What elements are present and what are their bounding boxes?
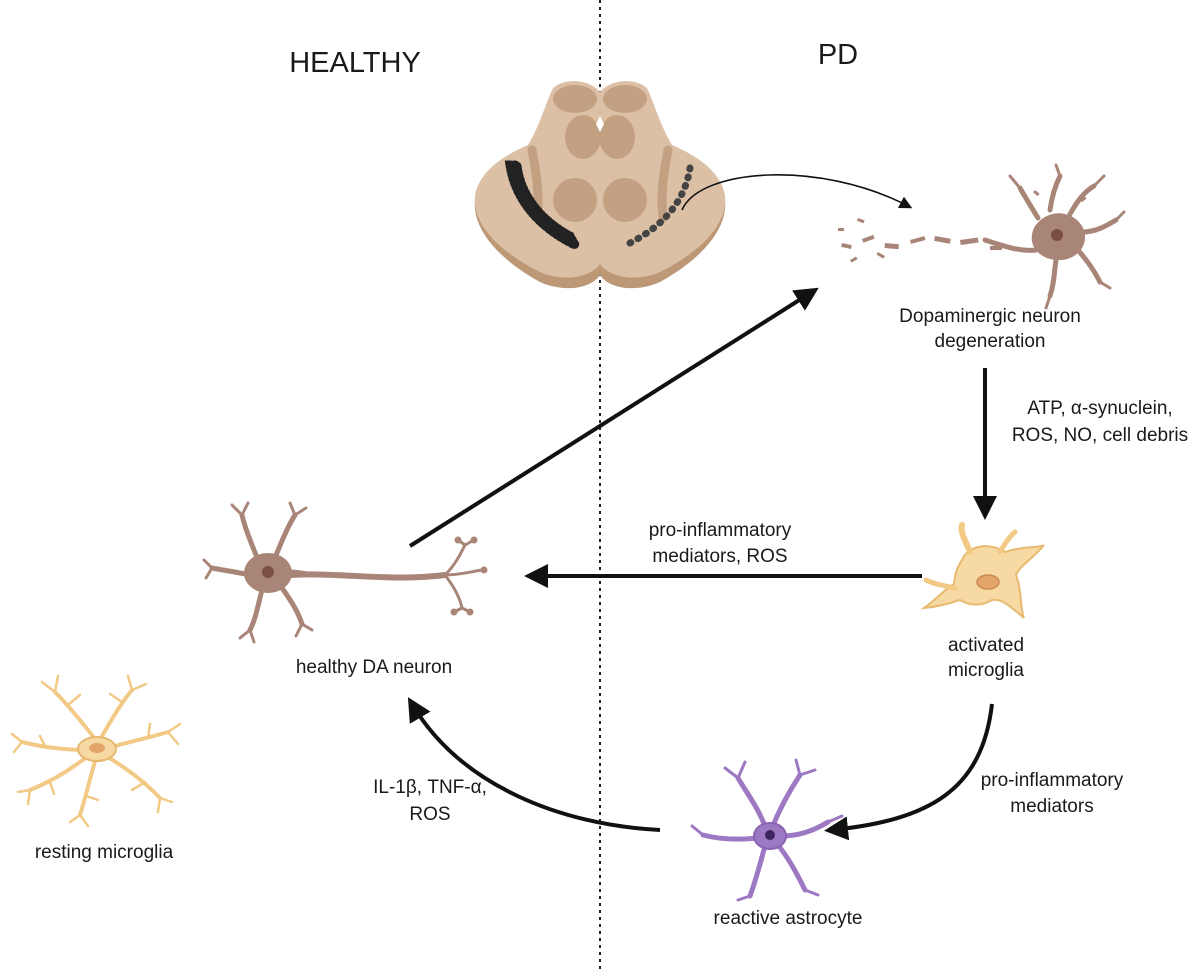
- label-healthy-da-neuron: healthy DA neuron: [296, 657, 452, 678]
- label-proinflammatory-ros-line2: mediators, ROS: [652, 546, 787, 567]
- arrow-neuron-to-degeneration: [408, 287, 819, 548]
- midbrain-section-illustration: [474, 81, 726, 289]
- label-reactive-astrocyte: reactive astrocyte: [714, 908, 863, 929]
- reactive-astrocyte-cell: [690, 758, 844, 902]
- activated-microglia-cell: [920, 522, 1045, 619]
- arrow-astrocyte-to-neuron: [407, 697, 661, 832]
- label-da-degeneration-line1: Dopaminergic neuron: [899, 306, 1081, 327]
- resting-microglia-cell: [10, 674, 182, 828]
- arrow-microglia-to-astrocyte: [824, 703, 994, 841]
- arrow-sn-to-degeneration: [681, 174, 913, 211]
- healthy-da-neuron: [202, 501, 488, 644]
- substantia-nigra-healthy: [504, 160, 586, 256]
- degenerating-da-neuron: [838, 163, 1126, 310]
- label-activated-microglia-line1: activated: [948, 635, 1024, 656]
- label-da-degeneration-line2: degeneration: [935, 331, 1046, 352]
- label-cytokines-line1: IL-1β, TNF-α,: [373, 777, 487, 798]
- label-resting-microglia: resting microglia: [35, 842, 174, 863]
- label-proinflammatory-mediators-line1: pro-inflammatory: [981, 770, 1124, 791]
- substantia-nigra-pd: [626, 164, 694, 247]
- label-dammps-line2: ROS, NO, cell debris: [1012, 425, 1188, 446]
- label-activated-microglia-line2: microglia: [948, 660, 1024, 681]
- heading-pd: PD: [818, 39, 858, 71]
- heading-healthy: HEALTHY: [289, 47, 421, 79]
- label-proinflammatory-ros-line1: pro-inflammatory: [649, 520, 792, 541]
- label-proinflammatory-mediators-line2: mediators: [1010, 796, 1093, 817]
- label-cytokines-line2: ROS: [409, 804, 450, 825]
- label-dammps-line1: ATP, α-synuclein,: [1027, 398, 1172, 419]
